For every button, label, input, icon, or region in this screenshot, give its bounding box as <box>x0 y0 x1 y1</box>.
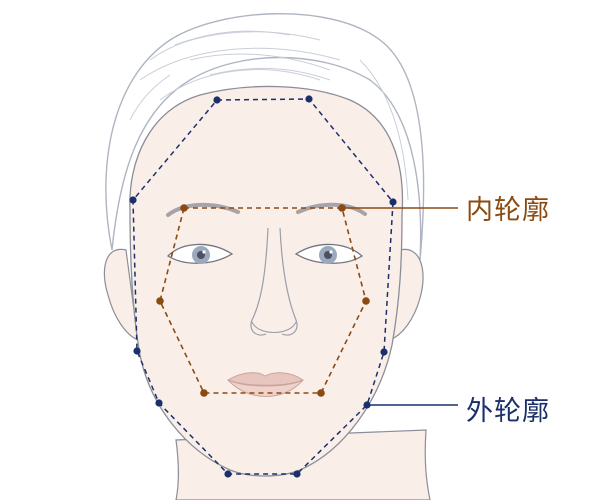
right-eye <box>294 243 364 264</box>
nose <box>250 227 298 336</box>
right-eyebrow <box>296 202 367 216</box>
left-ear <box>103 248 139 341</box>
left-eye <box>166 243 234 264</box>
hair-outline <box>105 13 425 261</box>
lips <box>226 372 305 397</box>
hair-strands <box>129 30 409 201</box>
inner-contour-dots <box>156 204 370 397</box>
face-shape <box>129 85 404 477</box>
outer-contour-label: 外轮廓 <box>466 396 550 427</box>
outer-contour-path <box>132 98 394 475</box>
inner-contour-label: 内轮廓 <box>466 195 550 226</box>
left-eyebrow <box>166 202 240 217</box>
outer-contour-dots <box>129 95 397 478</box>
